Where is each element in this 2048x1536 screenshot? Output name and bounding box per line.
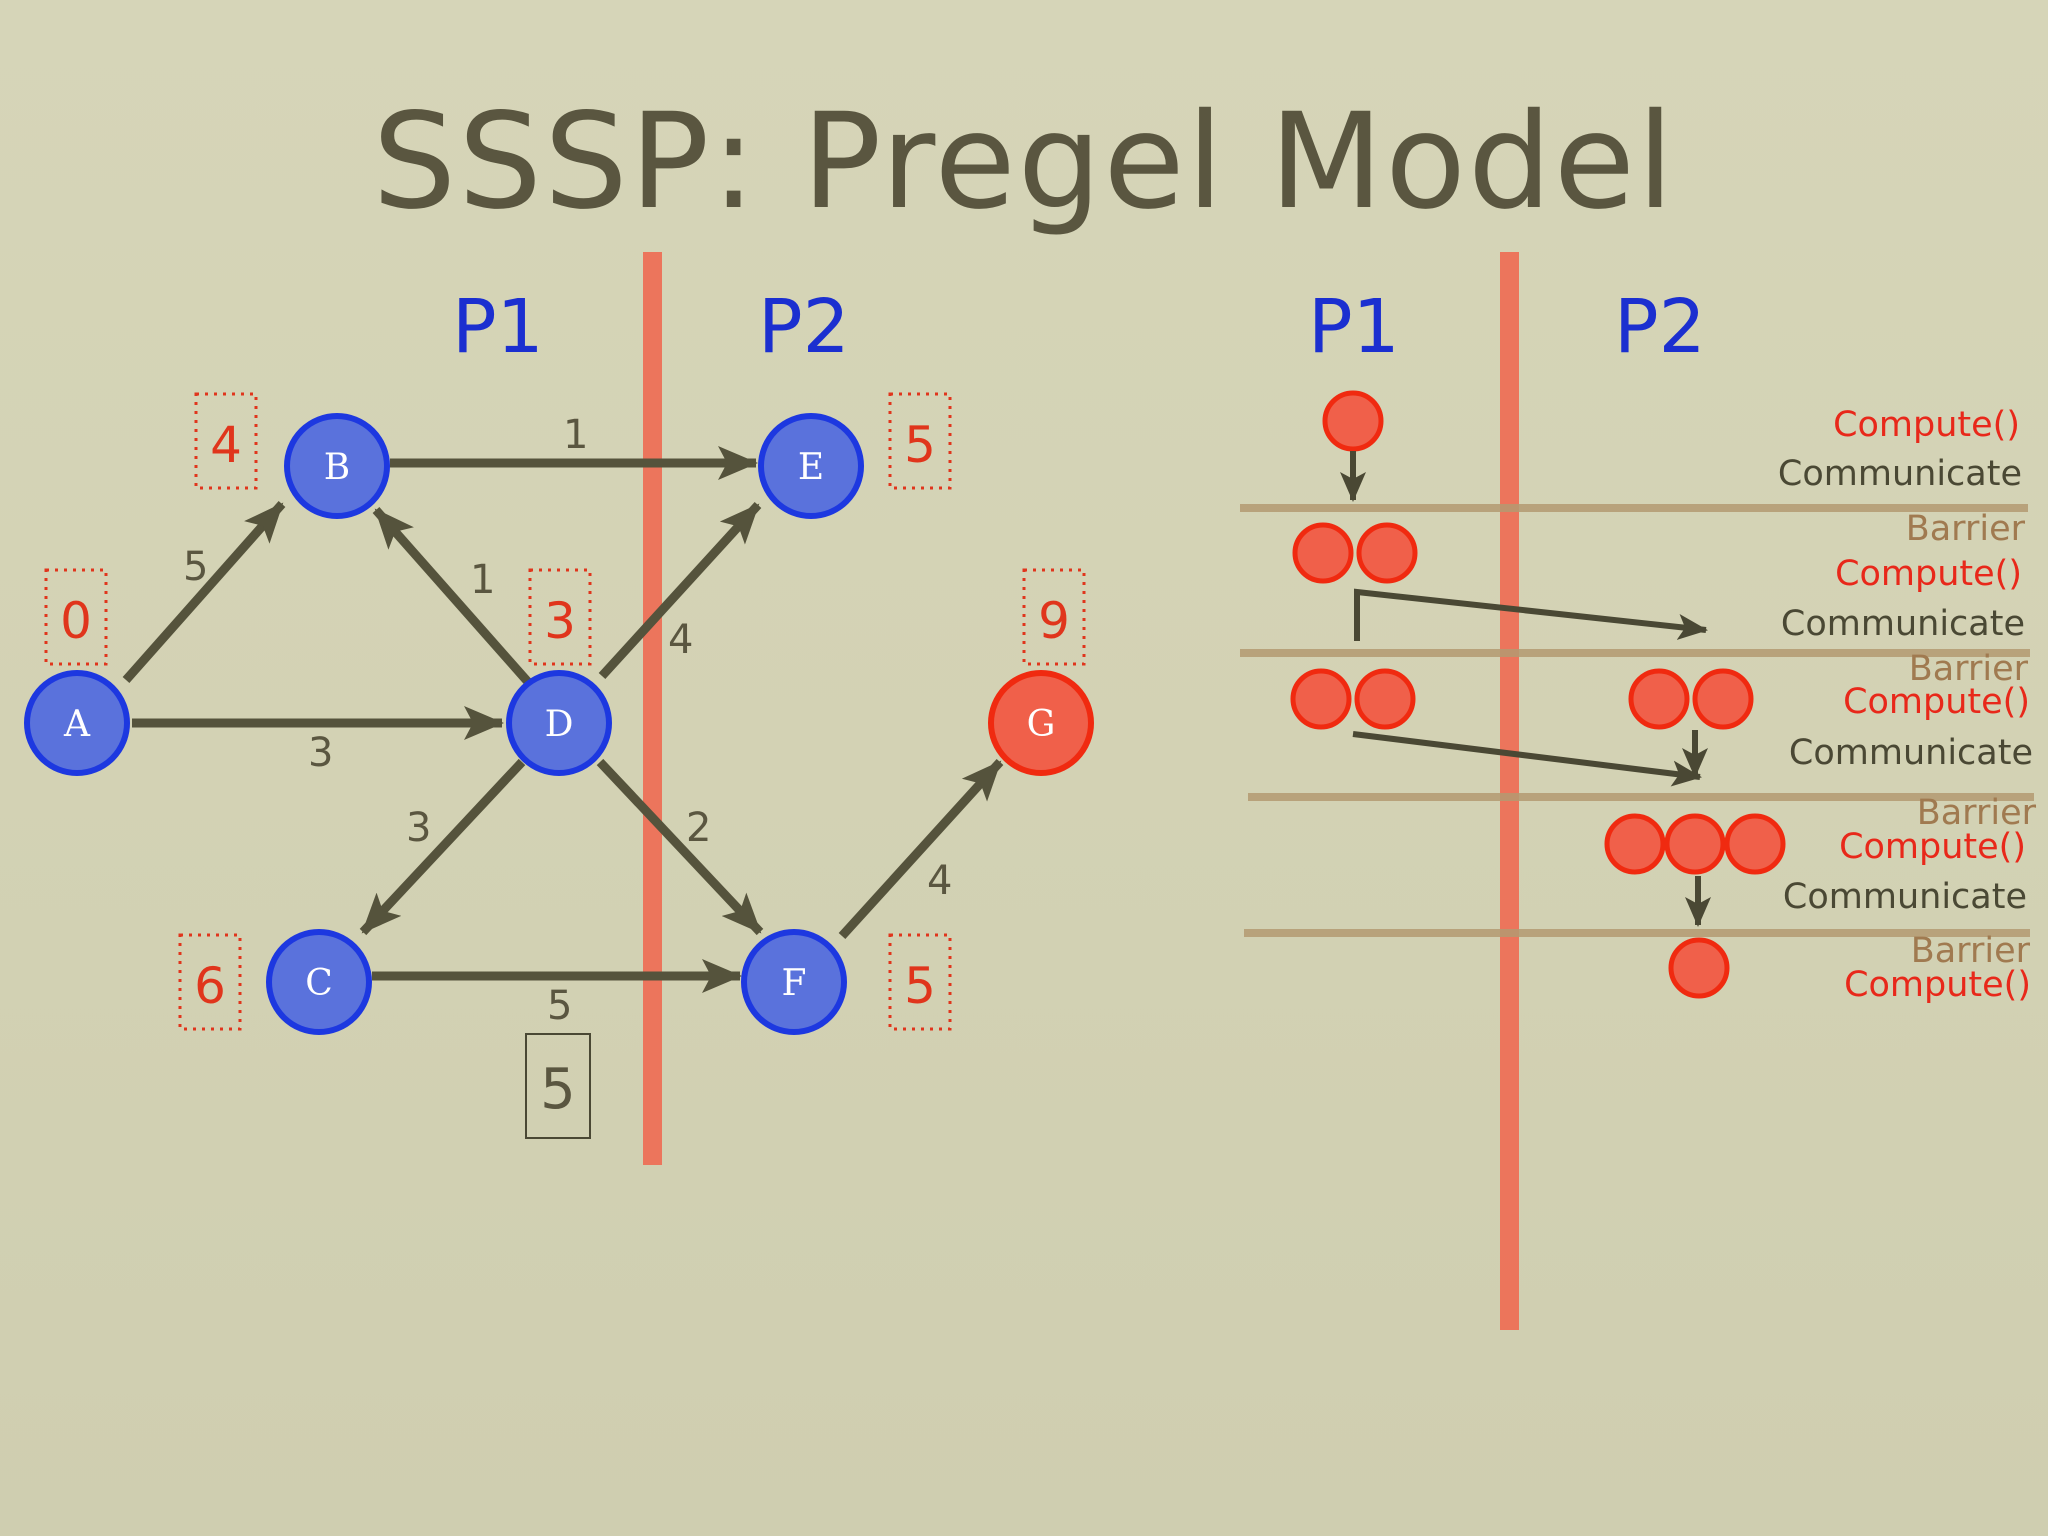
dist-value-b: 4 bbox=[210, 416, 242, 474]
step-4-barrier-label: Barrier bbox=[1911, 931, 2031, 971]
edge-weight-a-d: 3 bbox=[308, 730, 333, 776]
active-vertex-dot bbox=[1322, 390, 1384, 452]
step-1-communicate-label: Communicate bbox=[1778, 454, 2022, 494]
dist-box-d bbox=[528, 568, 592, 666]
dist-box-g bbox=[1022, 568, 1086, 666]
edge-d-f bbox=[596, 758, 764, 936]
node-b-label: B bbox=[324, 447, 350, 488]
edge-d-c bbox=[359, 758, 526, 936]
node-d: D bbox=[506, 670, 612, 776]
step-5-compute-label: Compute() bbox=[1844, 965, 2031, 1005]
active-vertex-dot bbox=[1692, 668, 1754, 730]
step-2-compute-label: Compute() bbox=[1835, 554, 2022, 594]
active-vertex-dot bbox=[1354, 668, 1416, 730]
partition-divider-timeline bbox=[1500, 252, 1519, 1330]
node-f-label: F bbox=[782, 963, 807, 1004]
dist-box-f bbox=[888, 933, 952, 1031]
edge-d-e bbox=[598, 501, 762, 680]
node-c: C bbox=[266, 929, 372, 1035]
dist-box-c bbox=[178, 933, 242, 1031]
step-2-communicate-label: Communicate bbox=[1781, 604, 2025, 644]
message-arrow bbox=[1354, 588, 1708, 641]
message-value: 5 bbox=[540, 1057, 576, 1122]
timeline-partition-p1-label: P1 bbox=[1308, 284, 1400, 370]
dist-value-a: 0 bbox=[60, 592, 92, 650]
dist-box-b bbox=[194, 392, 258, 490]
edge-weight-d-b: 1 bbox=[470, 557, 495, 603]
edge-d-b bbox=[372, 507, 532, 685]
dist-box-a bbox=[44, 568, 108, 666]
edge-weight-d-f: 2 bbox=[686, 805, 711, 851]
edge-weight-a-b: 5 bbox=[183, 544, 208, 590]
node-b: B bbox=[284, 413, 390, 519]
dist-value-f: 5 bbox=[904, 957, 936, 1015]
partition-divider-graph bbox=[643, 252, 662, 1165]
active-vertex-dot bbox=[1664, 813, 1726, 875]
graph-partition-p1-label: P1 bbox=[452, 284, 544, 370]
edge-weight-c-f: 5 bbox=[547, 983, 572, 1029]
message-box bbox=[525, 1033, 591, 1139]
edge-weight-b-e: 1 bbox=[563, 412, 588, 458]
active-vertex-dot bbox=[1628, 668, 1690, 730]
node-a-label: A bbox=[63, 704, 91, 745]
step-3-communicate-label: Communicate bbox=[1789, 733, 2033, 773]
timeline-partition-p2-label: P2 bbox=[1614, 284, 1706, 370]
node-a: A bbox=[24, 670, 130, 776]
step-2-barrier-label: Barrier bbox=[1909, 649, 2029, 689]
edge-a-b bbox=[122, 501, 286, 683]
active-vertex-dot bbox=[1604, 813, 1666, 875]
dist-value-d: 3 bbox=[544, 592, 576, 650]
graph-partition-p2-label: P2 bbox=[758, 284, 850, 370]
active-vertex-dot bbox=[1290, 668, 1352, 730]
active-vertex-dot bbox=[1668, 937, 1730, 999]
node-c-label: C bbox=[305, 963, 333, 1004]
active-vertex-dot bbox=[1292, 522, 1354, 584]
node-g: G bbox=[988, 670, 1094, 776]
dist-box-e bbox=[888, 392, 952, 490]
dist-value-e: 5 bbox=[904, 416, 936, 474]
page-title: SSSP: Pregel Model bbox=[372, 85, 1676, 239]
edge-weight-d-c: 3 bbox=[406, 805, 431, 851]
active-vertex-dot bbox=[1356, 522, 1418, 584]
step-3-compute-label: Compute() bbox=[1843, 682, 2030, 722]
dist-value-c: 6 bbox=[194, 957, 226, 1015]
step-1-compute-label: Compute() bbox=[1833, 405, 2020, 445]
node-d-label: D bbox=[545, 704, 574, 745]
step-3-barrier-label: Barrier bbox=[1917, 793, 2037, 833]
step-4-compute-label: Compute() bbox=[1839, 827, 2026, 867]
dist-value-g: 9 bbox=[1038, 592, 1070, 650]
step-1-barrier-label: Barrier bbox=[1906, 509, 2026, 549]
node-f: F bbox=[741, 929, 847, 1035]
active-vertex-dot bbox=[1724, 813, 1786, 875]
node-e: E bbox=[758, 413, 864, 519]
edge-weight-f-g: 4 bbox=[927, 858, 952, 904]
node-e-label: E bbox=[798, 447, 824, 488]
step-4-communicate-label: Communicate bbox=[1783, 877, 2027, 917]
edge-weight-d-e: 4 bbox=[668, 617, 693, 663]
node-g-label: G bbox=[1027, 704, 1056, 745]
message-arrow bbox=[1352, 731, 1702, 787]
edge-f-g bbox=[838, 758, 1004, 940]
